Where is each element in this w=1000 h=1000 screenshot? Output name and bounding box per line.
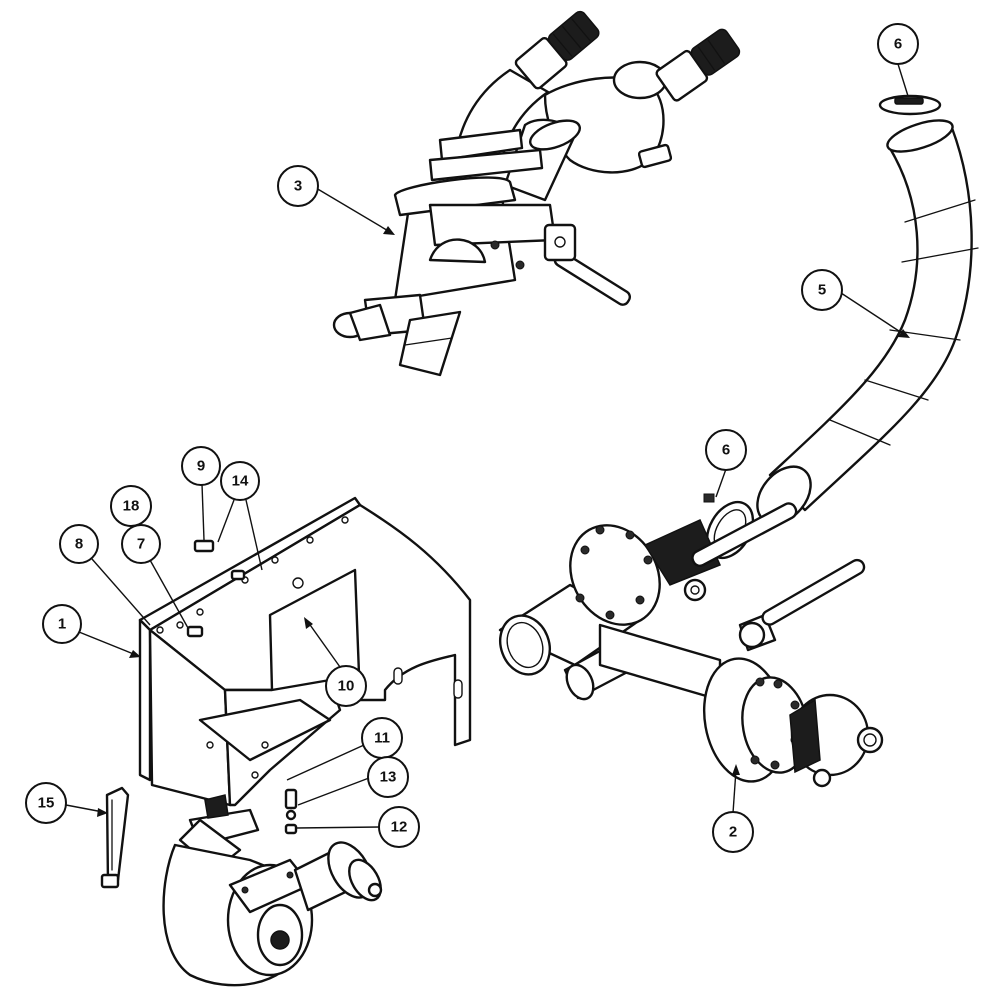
callout-5: 5	[801, 269, 843, 311]
bracket-part-1	[138, 496, 472, 807]
svg-text:12: 12	[391, 819, 408, 836]
callout-15: 15	[25, 782, 67, 824]
callout-12: 12	[378, 806, 420, 848]
bent-pipe-part-5	[756, 119, 979, 525]
leader-lines	[65, 187, 910, 829]
svg-text:6: 6	[894, 36, 902, 53]
callout-13: 13	[367, 756, 409, 798]
svg-text:5: 5	[818, 282, 826, 299]
svg-text:15: 15	[38, 795, 55, 812]
callout-9: 9	[181, 446, 221, 486]
pump-motor-assembly	[162, 788, 383, 987]
valve-assembly-part-3	[332, 10, 741, 377]
callout-3: 3	[277, 165, 319, 207]
callout-14: 14	[220, 461, 260, 501]
callout-6-mid: 6	[705, 429, 747, 471]
svg-text:13: 13	[380, 769, 397, 786]
callout-1: 1	[42, 604, 82, 644]
callout-7: 7	[121, 524, 161, 564]
svg-text:9: 9	[197, 458, 205, 475]
svg-text:3: 3	[294, 178, 302, 195]
callout-11: 11	[361, 717, 403, 759]
svg-text:6: 6	[722, 442, 730, 459]
svg-text:7: 7	[137, 536, 145, 553]
svg-text:10: 10	[338, 678, 355, 695]
tee-valve-assembly-part-2	[498, 502, 884, 788]
svg-text:18: 18	[123, 498, 140, 515]
svg-text:11: 11	[374, 730, 390, 747]
svg-text:2: 2	[729, 824, 737, 841]
gasket-part-6-top	[878, 63, 942, 116]
callout-2: 2	[712, 811, 754, 853]
svg-text:8: 8	[75, 536, 83, 553]
svg-text:14: 14	[232, 473, 249, 490]
clip-part-15	[100, 786, 130, 889]
callout-10: 10	[325, 665, 367, 707]
svg-text:1: 1	[58, 616, 66, 633]
callout-8: 8	[59, 524, 99, 564]
callout-18: 18	[110, 485, 152, 527]
callout-6-top: 6	[877, 23, 919, 65]
